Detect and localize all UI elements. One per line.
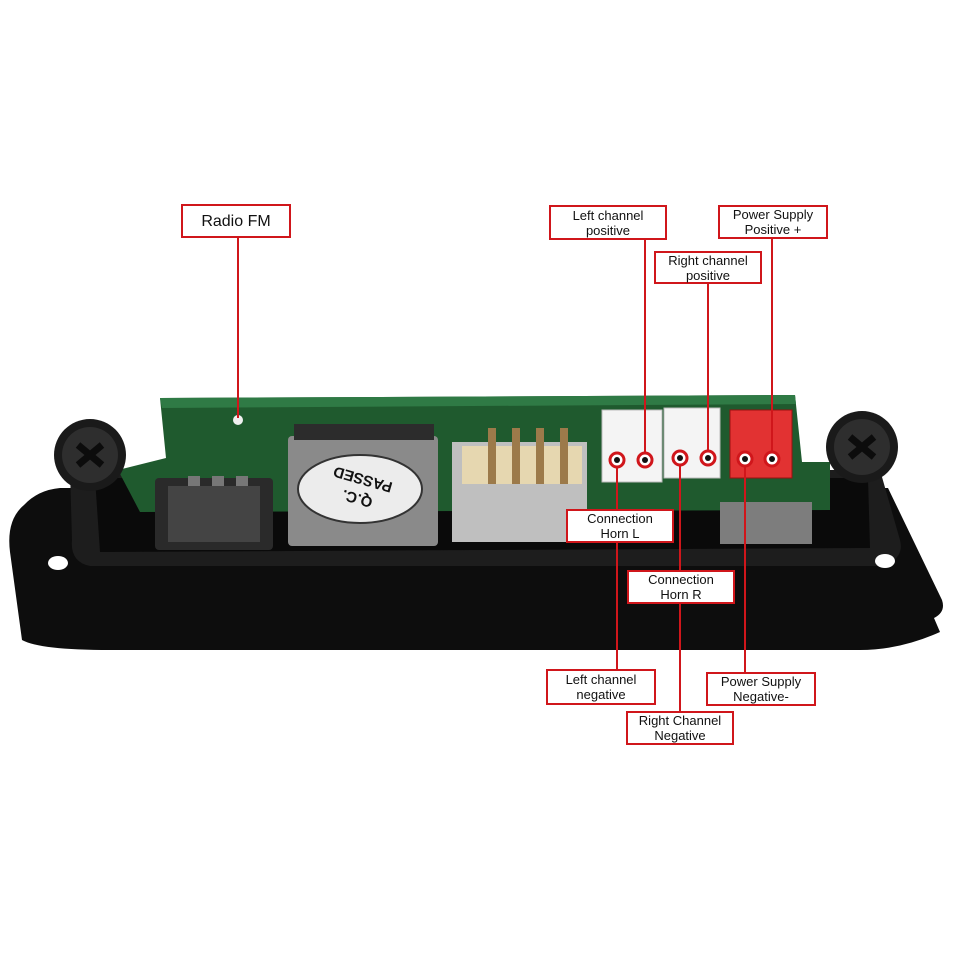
callout-power-supply-positive: Power Supply Positive +: [718, 205, 828, 239]
callout-text: Connection: [648, 572, 714, 587]
callout-text: Left channel: [565, 672, 637, 687]
usb-port: [155, 476, 273, 550]
pin-header-block: [452, 428, 587, 542]
callout-text: Connection: [587, 511, 653, 526]
callout-text: Horn L: [600, 526, 640, 541]
fm-pad: [233, 415, 243, 425]
callout-right-channel-negative: Right Channel Negative: [626, 711, 734, 745]
screw-right: [826, 411, 898, 483]
callout-text: Power Supply: [732, 207, 814, 222]
callout-text: Right channel: [668, 252, 748, 268]
callout-left-channel-negative: Left channel negative: [546, 669, 656, 705]
bracket-hole-right: [875, 554, 895, 568]
callout-text: Positive +: [744, 222, 802, 237]
callout-left-channel-positive: Left channel positive: [549, 205, 667, 240]
sd-card-slot: Q.C. PASSED: [288, 424, 438, 546]
power-connector: [729, 409, 793, 479]
callout-text: negative: [576, 687, 626, 702]
callout-power-supply-negative: Power Supply Negative-: [706, 672, 816, 706]
callout-text: Negative-: [733, 689, 789, 704]
callout-text: Right Channel: [638, 713, 722, 728]
callout-text: Horn R: [660, 587, 702, 602]
callout-connection-horn-l: Connection Horn L: [566, 509, 674, 543]
terminal-dots: [614, 455, 775, 463]
screw-left: [54, 419, 126, 491]
callout-text: Power Supply: [720, 674, 802, 689]
right-channel-connector: [663, 407, 721, 479]
bracket-hole-left: [48, 556, 68, 570]
callout-text: Left channel: [572, 207, 644, 223]
callout-text: Radio FM: [201, 212, 271, 230]
callout-right-channel-positive: Right channel positive: [654, 251, 762, 284]
callout-radio-fm: Radio FM: [181, 204, 291, 238]
callout-text: Negative: [654, 728, 706, 743]
switch-component: [720, 502, 812, 544]
callout-text: positive: [585, 222, 631, 238]
left-channel-connector: [601, 409, 663, 483]
callout-connection-horn-r: Connection Horn R: [627, 570, 735, 604]
callout-text: positive: [685, 267, 731, 283]
